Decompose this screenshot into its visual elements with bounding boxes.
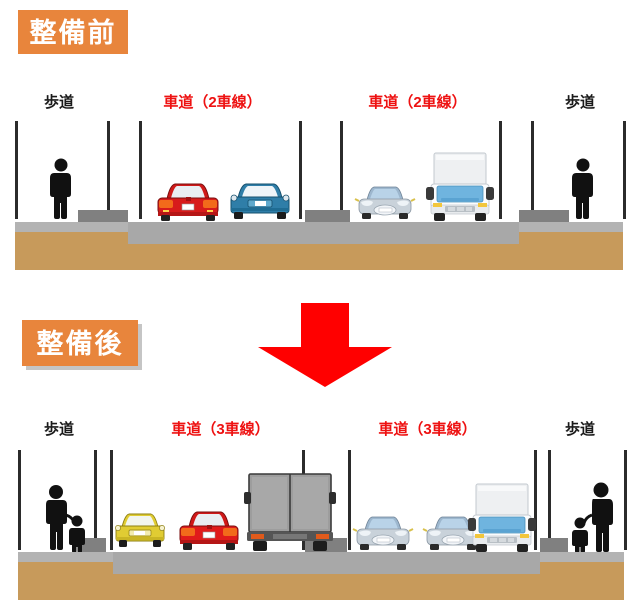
label-after-roadway-left: 車道（3車線） [171,421,270,438]
divider-pole [623,121,626,219]
divider-pole [139,121,142,219]
vehicle-red-car-rear-after [178,507,240,553]
badge-before: 整備前 [18,10,128,54]
divider-pole [94,450,97,550]
divider-pole [299,121,302,219]
curb-block [78,210,128,222]
divider-pole [107,121,110,219]
down-arrow-icon [258,303,392,387]
divider-pole [548,450,551,550]
vehicle-gray-box-truck-rear [243,473,337,554]
sidewalk-surface-left-cap [15,222,128,232]
sidewalk-surface-left-after [18,552,113,562]
roadway-surface-after [18,552,624,574]
divider-pole [348,450,351,550]
sidewalk-surface-right-cap [519,222,623,232]
divider-pole [534,450,537,550]
vehicle-yellow-car-rear [114,512,166,554]
divider-pole [340,121,343,219]
divider-pole [110,450,113,550]
vehicle-silver-car-front [354,183,416,223]
curb-block [519,210,569,222]
pedestrian-adult-left [48,158,74,222]
soil-middle-after [113,574,540,600]
soil-left-after [18,562,113,600]
vehicle-silver-car-front-2 [422,513,484,555]
label-before-sidewalk-left: 歩道 [43,94,74,111]
curb-block [540,538,568,552]
curb-block [305,210,350,222]
divider-pole [499,121,502,219]
pedestrian-adult-right [570,158,596,222]
sidewalk-surface-right-after [540,552,624,562]
roadway-surface [15,222,623,244]
vehicle-silver-car-front-1 [352,513,414,555]
label-after-sidewalk-left: 歩道 [43,421,74,438]
soil-middle [128,244,519,270]
divider-pole [624,450,627,550]
label-before-sidewalk-right: 歩道 [564,94,595,111]
divider-pole [15,121,18,219]
soil-left [15,232,128,270]
label-after-roadway-right: 車道（3車線） [378,421,477,438]
label-before-roadway-right: 車道（2車線） [368,94,467,111]
divider-pole [531,121,534,219]
curb-block [80,538,106,552]
soil-right-after [540,562,624,600]
vehicle-blue-car-rear [228,180,292,222]
label-before-roadway-left: 車道（2車線） [163,94,262,111]
vehicle-red-car-rear [155,179,221,223]
badge-after: 整備後 [22,320,138,366]
pedestrian-adult-with-child-left [42,485,90,553]
vehicle-white-blue-truck-front-after [465,483,539,554]
vehicle-white-blue-truck-front [423,152,497,223]
label-after-sidewalk-right: 歩道 [564,421,595,438]
soil-right [519,232,623,270]
pedestrian-adult-with-child-right [568,482,616,553]
divider-pole [18,450,21,550]
